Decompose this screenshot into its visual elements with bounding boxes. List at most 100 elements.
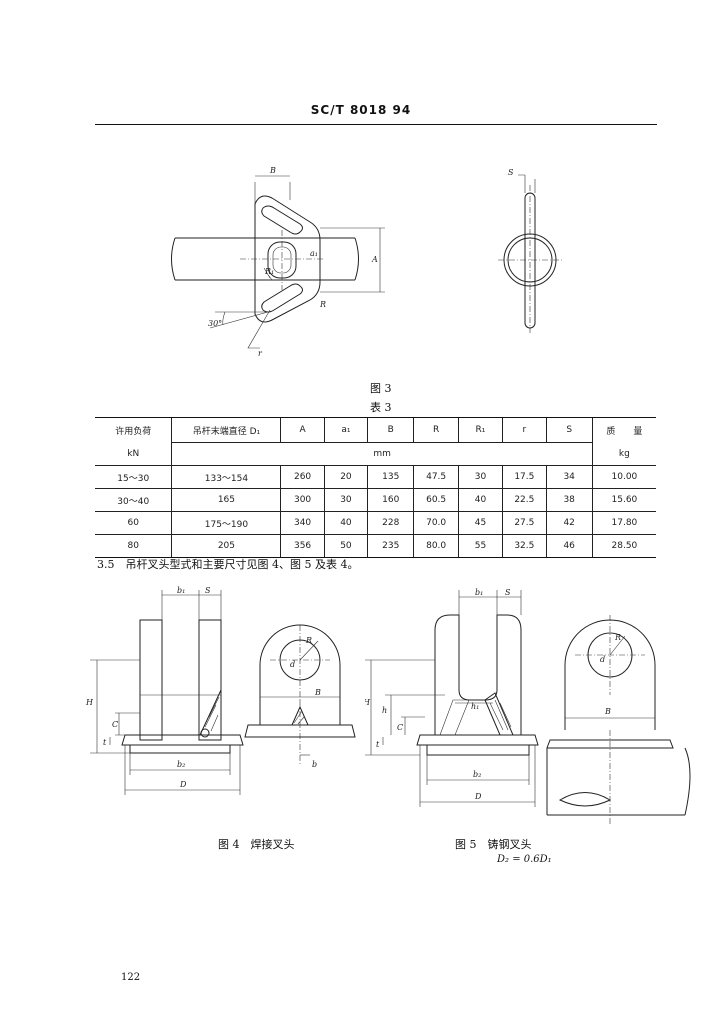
table-cell: 160 [367,488,414,512]
fig5-label-B: B [604,707,611,716]
figure-3-front-view: B A a₁ R₁ R 30° r [171,166,385,358]
fig3-label-r: r [258,349,263,358]
table-cell: 15.60 [591,488,656,512]
col-header-S: S [545,417,593,443]
header-rule [95,124,657,125]
fig5-label-h1: h₁ [471,702,479,711]
table-cell: 80.0 [413,534,459,558]
table-cell: 60.5 [413,488,459,512]
table-cell: 30 [323,488,368,512]
fig3-label-R: R [319,300,326,309]
table-cell: 15～30 [95,465,172,489]
table-cell: 32.5 [502,534,547,558]
table-cell: 60 [95,511,172,535]
table-cell: 42 [545,511,593,535]
col-header-A: A [280,417,325,443]
clause-3-5: 3.5 吊杆叉头型式和主要尺寸见图 4、图 5 及表 4。 [97,558,359,571]
table-cell: 20 [323,465,368,489]
table-cell: 235 [367,534,414,558]
fig5-label-d: d [600,655,605,664]
fig4-label-R: R [305,636,312,645]
table-cell: 70.0 [413,511,459,535]
table-cell: 175～190 [171,511,281,535]
fig4-label-C: C [112,720,118,729]
fig3-label-a1: a₁ [310,249,318,258]
fig4-label-H: H [85,698,94,707]
table-cell: 135 [367,465,414,489]
fig5-label-S: S [505,588,511,597]
fig5-label-h: h [382,706,387,715]
fig3-label-A: A [371,255,378,264]
table-cell: 165 [171,488,281,512]
fig4-label-t: t [103,738,107,747]
fig5-label-C: C [397,723,403,732]
table-cell: 356 [280,534,325,558]
table-cell: 46 [545,534,593,558]
table-3-title: 表 3 [370,401,392,414]
table-cell: 22.5 [502,488,547,512]
col-header-mass: 质 量 [591,417,656,443]
figure-3-side-view: S [498,168,562,333]
fig5-label-t: t [376,740,380,749]
table-cell: 40 [457,488,503,512]
fig4-label-B: B [314,688,321,697]
figure-3-caption: 图 3 [370,382,392,395]
fig4-label-b2: b₂ [177,760,185,769]
table-cell: 17.80 [591,511,656,535]
col-header-mm: mm [171,442,593,466]
table-cell: 17.5 [502,465,547,489]
fig4-label-D: D [179,780,187,789]
table-cell: 28.50 [591,534,656,558]
table-cell: 40 [323,511,368,535]
figure-5-front-view: R d B [546,615,691,825]
figure-4-caption: 图 4 焊接叉头 [218,838,295,851]
figure-5-caption: 图 5 铸钢叉头 [455,838,532,851]
fig3-label-R1: R₁ [264,267,274,276]
figure-5-section-view: b₁ S H h C t h₁ b₂ D [365,588,539,807]
fig5-label-b1: b₁ [475,588,483,597]
fig5-label-b2: b₂ [473,770,481,779]
table-cell: 10.00 [591,465,656,489]
table-cell: 38 [545,488,593,512]
fig4-label-b: b [312,760,317,769]
col-header-R1: R₁ [457,417,503,443]
page-number: 122 [121,972,141,983]
table-cell: 30 [457,465,503,489]
table-cell: 80 [95,534,172,558]
figure-4-section-view: b₁ S H C t b₂ D [85,586,244,795]
table-cell: 50 [323,534,368,558]
fig3-label-S: S [508,168,514,177]
fig4-label-b1: b₁ [177,586,185,595]
table-cell: 228 [367,511,414,535]
table-cell: 300 [280,488,325,512]
col-header-mass-unit: kg [591,442,656,466]
col-header-R: R [413,417,459,443]
col-header-B: B [367,417,414,443]
page-header: SC/T 8018 94 [310,103,412,117]
table-cell: 133～154 [171,465,281,489]
table-cell: 205 [171,534,281,558]
table-cell: 34 [545,465,593,489]
table-cell: 260 [280,465,325,489]
fig3-label-B: B [269,166,276,175]
fig5-label-H: H [365,698,371,707]
figure-4-front-view: R d B b [244,624,356,769]
table-cell: 30～40 [95,488,172,512]
table-cell: 27.5 [502,511,547,535]
table-cell: 45 [457,511,503,535]
col-header-diam: 吊杆末端直径 D₁ [171,417,281,443]
table-3: 许用负荷 吊杆末端直径 D₁ A a₁ B R R₁ r S 质 量 kN mm… [95,417,656,558]
table-cell: 47.5 [413,465,459,489]
fig3-label-angle: 30° [208,319,222,328]
col-header-load: 许用负荷 [95,417,172,443]
fig5-label-R: R [614,633,621,642]
col-header-a1: a₁ [323,417,368,443]
table-cell: 55 [457,534,503,558]
fig4-label-d: d [290,660,295,669]
col-header-r: r [502,417,547,443]
col-header-load-unit: kN [95,442,172,466]
fig5-label-D: D [474,792,482,801]
fig4-label-S: S [205,586,211,595]
table-cell: 340 [280,511,325,535]
figure-5-note: D₂ = 0.6D₁ [497,854,552,865]
